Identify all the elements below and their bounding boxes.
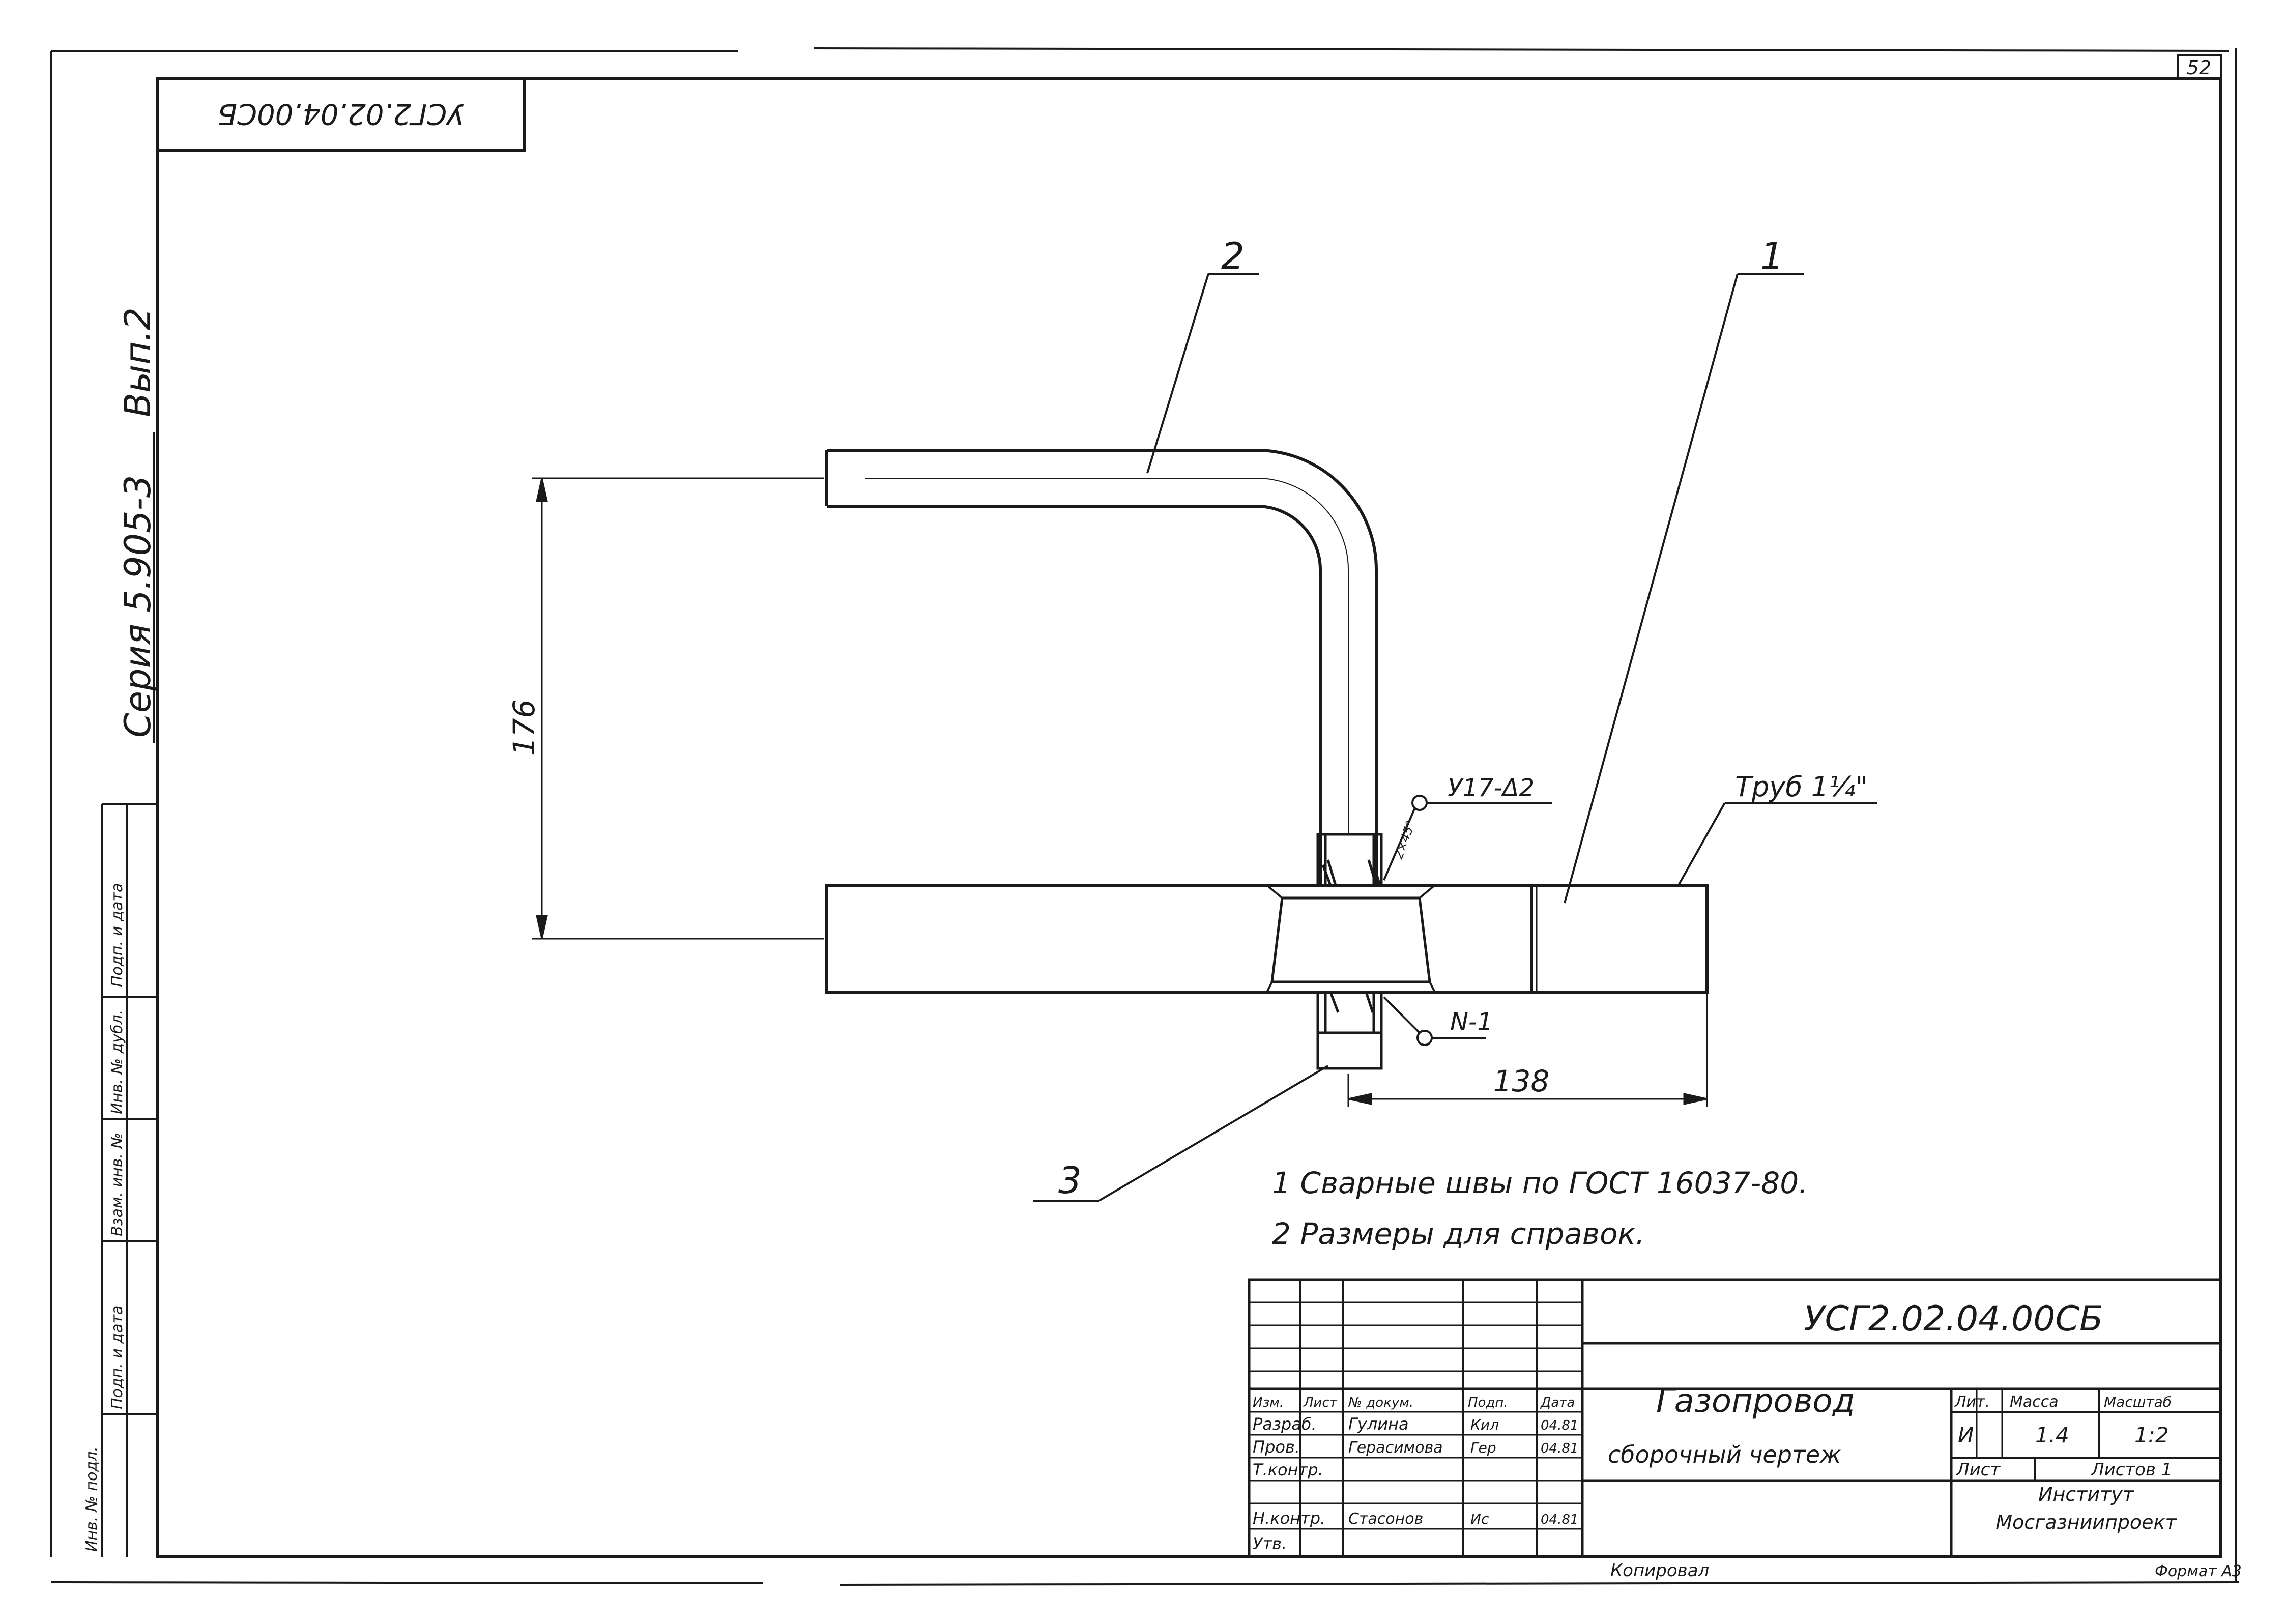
main-pipe — [825, 884, 1709, 994]
col-sign: Подп. — [1468, 1395, 1508, 1410]
col-doc: № докум. — [1347, 1395, 1413, 1410]
pipe-label: Труб 1¼" — [1735, 771, 1868, 803]
dimension-width — [1347, 992, 1708, 1107]
weld-socket-top — [1316, 833, 1383, 887]
col-izm: Изм. — [1253, 1395, 1284, 1410]
row-person-2: Герасимова — [1348, 1439, 1443, 1457]
dim-height-label: 176 — [507, 700, 541, 756]
col-date: Дата — [1540, 1395, 1575, 1410]
sheet-label: Лист — [1955, 1460, 2001, 1480]
side-label-5: Инв. № подл. — [83, 1446, 101, 1552]
row-person-1: Гулина — [1348, 1414, 1409, 1434]
title-subtitle: сборочный чертеж — [1608, 1441, 1841, 1468]
callout-1 — [1564, 273, 1804, 904]
page-number: 52 — [2187, 56, 2211, 79]
callout-3-label: 3 — [1058, 1159, 1082, 1202]
callout-1-label: 1 — [1760, 235, 1784, 277]
copy-note: Копировал — [1610, 1560, 1709, 1581]
mass-value: 1.4 — [2035, 1423, 2069, 1447]
row-sign-2: Гер — [1470, 1439, 1496, 1456]
side-label-4: Подп. и дата — [108, 1306, 126, 1409]
lit-value: И — [1958, 1423, 1974, 1447]
issue-label: Вып.2 — [117, 307, 159, 417]
pipe-label-leader — [1678, 802, 1877, 885]
weld-bottom-label: N-1 — [1450, 1008, 1493, 1036]
side-label-3: Взам. инв. № — [108, 1133, 126, 1236]
scale-label: Масштаб — [2104, 1394, 2172, 1410]
row-role-4: Н.контр. — [1253, 1509, 1325, 1528]
col-list: Лист — [1303, 1395, 1338, 1410]
row-date-1: 04.81 — [1541, 1418, 1578, 1433]
row-date-2: 04.81 — [1541, 1441, 1578, 1456]
org-line-2: Мосгазниипроект — [1995, 1511, 2177, 1533]
scale-value: 1:2 — [2134, 1423, 2169, 1447]
row-date-4: 04.81 — [1541, 1512, 1578, 1527]
note-2: 2 Размеры для справок. — [1272, 1216, 1645, 1251]
callout-3 — [1033, 1065, 1329, 1202]
sheets-label: Листов 1 — [2090, 1460, 2172, 1480]
row-sign-4: Ис — [1470, 1511, 1489, 1527]
bottom-plug — [1316, 991, 1383, 1070]
side-label-1: Подп. и дата — [108, 883, 126, 987]
title-name: Газопровод — [1656, 1382, 1855, 1420]
format-note: Формат А3 — [2155, 1562, 2242, 1580]
series-label: Серия 5.905-3 — [117, 475, 159, 738]
mass-label: Масса — [2010, 1393, 2059, 1411]
side-stamp — [101, 803, 158, 1557]
row-role-2: Пров. — [1253, 1437, 1300, 1457]
org-line-1: Институт — [2038, 1483, 2135, 1505]
row-person-4: Стасонов — [1348, 1510, 1423, 1528]
callout-2 — [1146, 273, 1259, 474]
weld-top-label: У17-Δ2 — [1448, 774, 1535, 802]
row-sign-1: Кил — [1470, 1416, 1499, 1433]
sheet-border — [50, 47, 2239, 1586]
inner-frame — [156, 77, 2222, 1558]
row-role-5: Утв. — [1253, 1534, 1287, 1553]
weld-small-label: 2×45° — [1391, 819, 1418, 861]
side-label-2: Инв. № дубл. — [108, 1010, 126, 1114]
dim-width-label: 138 — [1493, 1064, 1550, 1098]
mirrored-code-stamp: УСГ2.02.04.00СБ — [156, 77, 526, 152]
note-1: 1 Сварные швы по ГОСТ 16037-80. — [1272, 1166, 1808, 1200]
row-role-1: Разраб. — [1253, 1414, 1317, 1434]
title-code: УСГ2.02.04.00СБ — [1804, 1299, 2103, 1339]
weld-bottom-marker — [1383, 996, 1486, 1046]
callout-2-label: 2 — [1221, 235, 1245, 277]
row-role-3: Т.контр. — [1253, 1460, 1323, 1480]
dimension-height — [532, 477, 824, 940]
title-block — [1248, 1278, 2222, 1558]
mirrored-code: УСГ2.02.04.00СБ — [218, 97, 465, 130]
weld-top-marker — [1383, 795, 1552, 881]
bent-pipe — [825, 449, 1378, 885]
lit-label: Лит. — [1954, 1393, 1990, 1411]
page-number-box: 52 — [2177, 54, 2222, 80]
